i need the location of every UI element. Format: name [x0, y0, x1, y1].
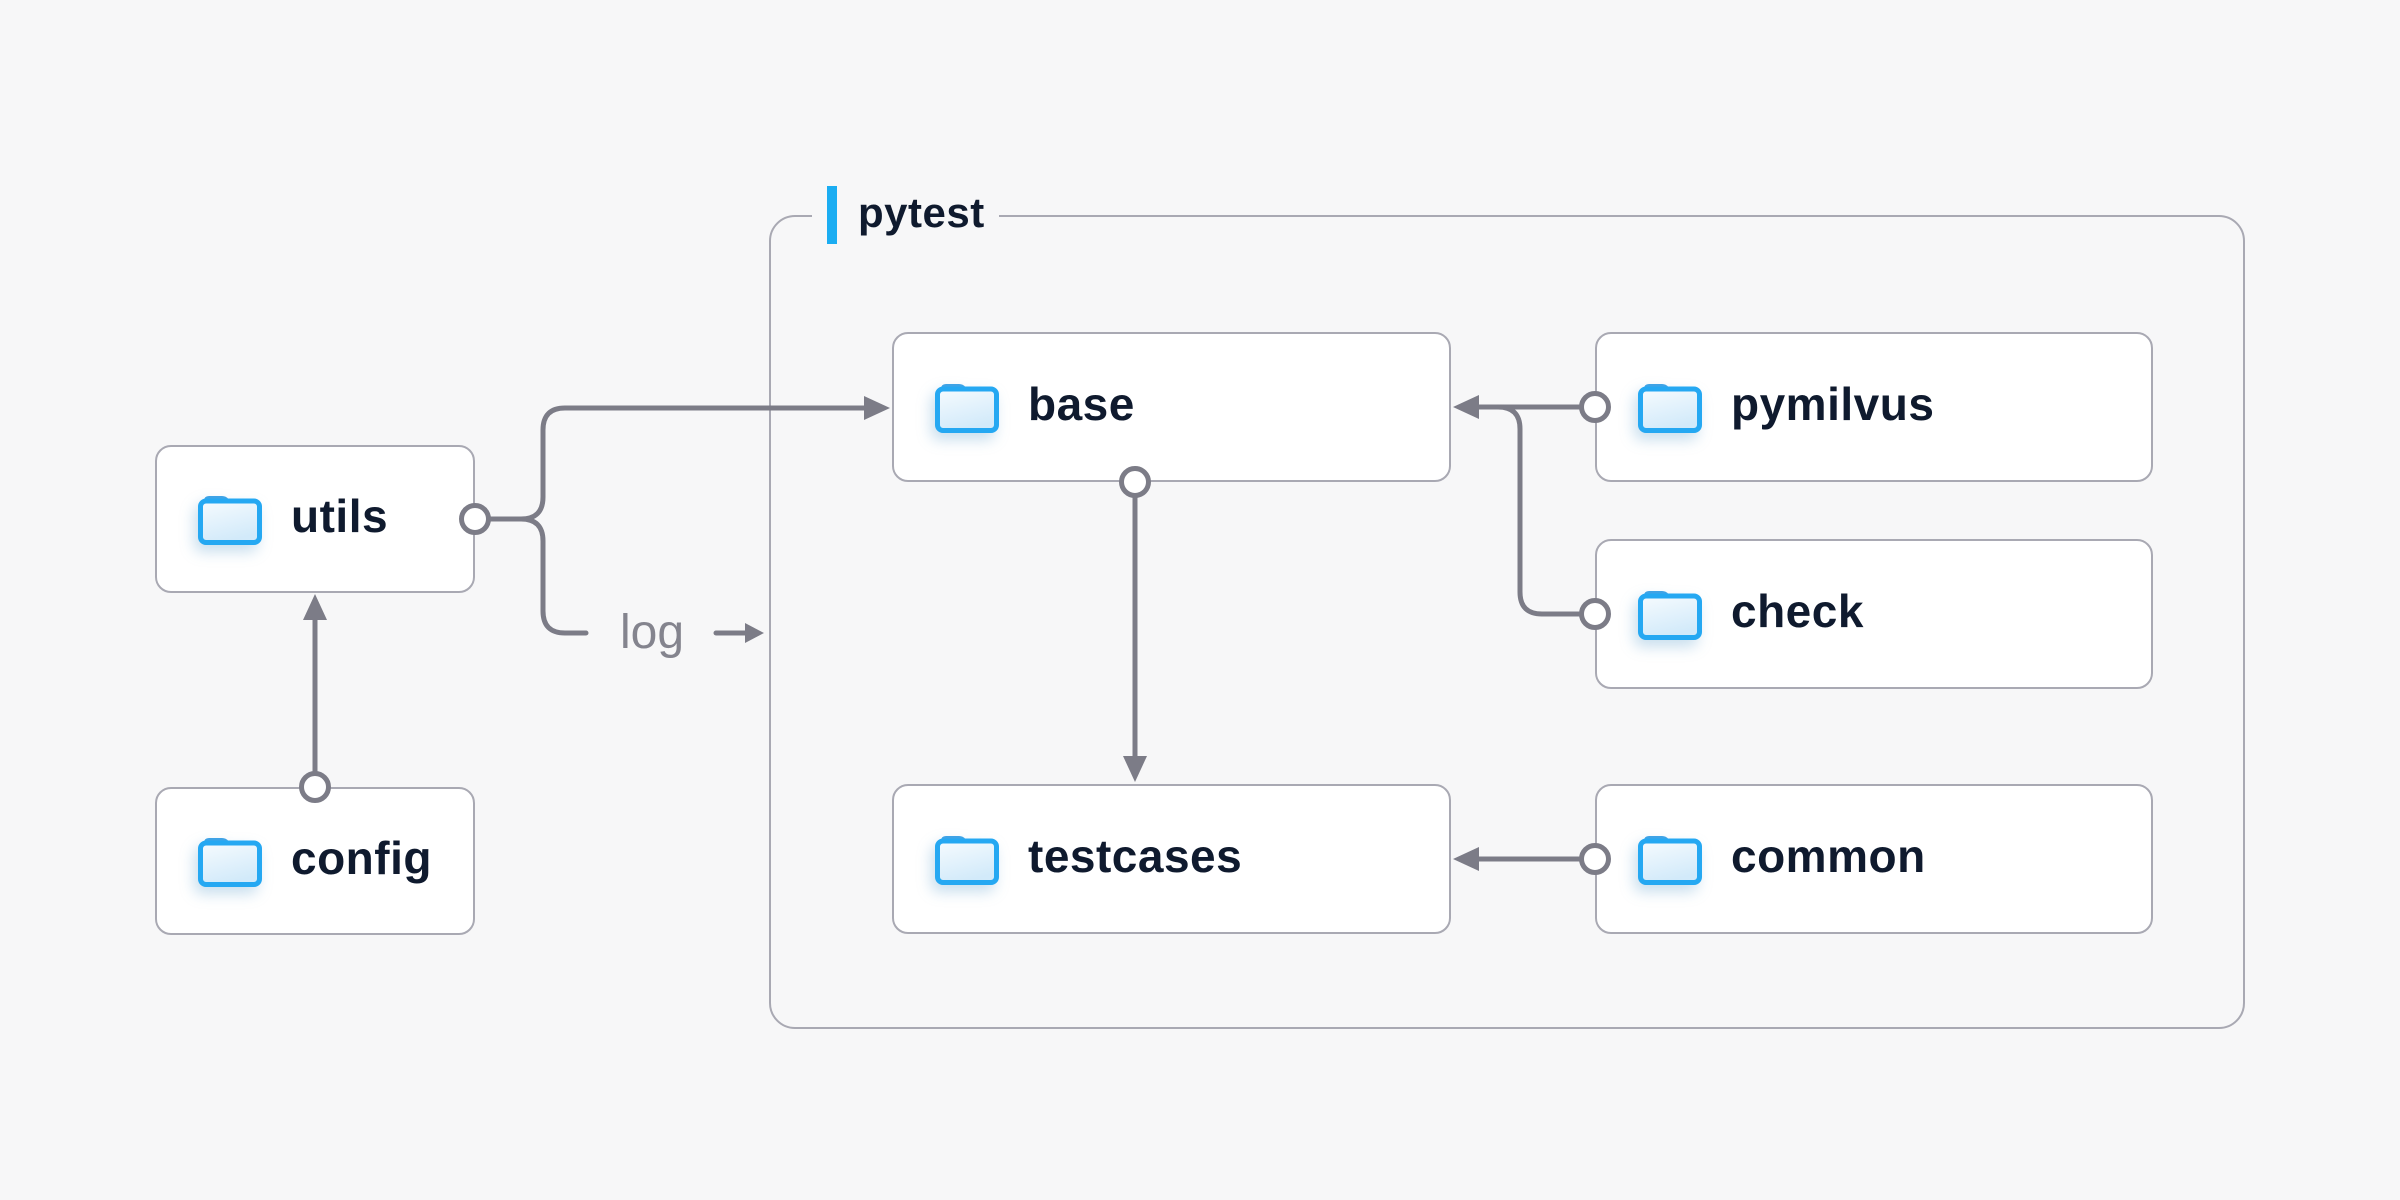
folder-icon: [198, 838, 262, 887]
pytest-group-label: pytest: [812, 184, 999, 246]
node-label: base: [1028, 378, 1135, 430]
node-label: utils: [291, 490, 389, 542]
pytest-group-label-text: pytest: [858, 189, 985, 236]
folder-icon: [1638, 384, 1702, 433]
node-testcases: testcases: [892, 784, 1451, 934]
folder-icon: [1638, 836, 1702, 885]
node-utils: utils: [155, 445, 475, 593]
node-common: common: [1595, 784, 2153, 934]
arrowhead-up-icon: [303, 594, 327, 620]
node-label: config: [291, 832, 432, 884]
pytest-group-container: [769, 215, 2245, 1029]
node-label: testcases: [1028, 830, 1243, 882]
edge-label-log: log: [619, 606, 685, 659]
folder-icon: [198, 496, 262, 545]
edge-utils-log: [518, 516, 589, 636]
node-base: base: [892, 332, 1451, 482]
node-label: common: [1731, 830, 1926, 882]
accent-bar-icon: [827, 186, 837, 244]
node-label: check: [1731, 585, 1864, 637]
node-label: pymilvus: [1731, 378, 1935, 430]
folder-icon: [1638, 591, 1702, 640]
node-config: config: [155, 787, 475, 935]
node-check: check: [1595, 539, 2153, 689]
folder-icon: [935, 836, 999, 885]
folder-icon: [935, 384, 999, 433]
arrowhead-right-icon: [745, 623, 764, 643]
node-pymilvus: pymilvus: [1595, 332, 2153, 482]
